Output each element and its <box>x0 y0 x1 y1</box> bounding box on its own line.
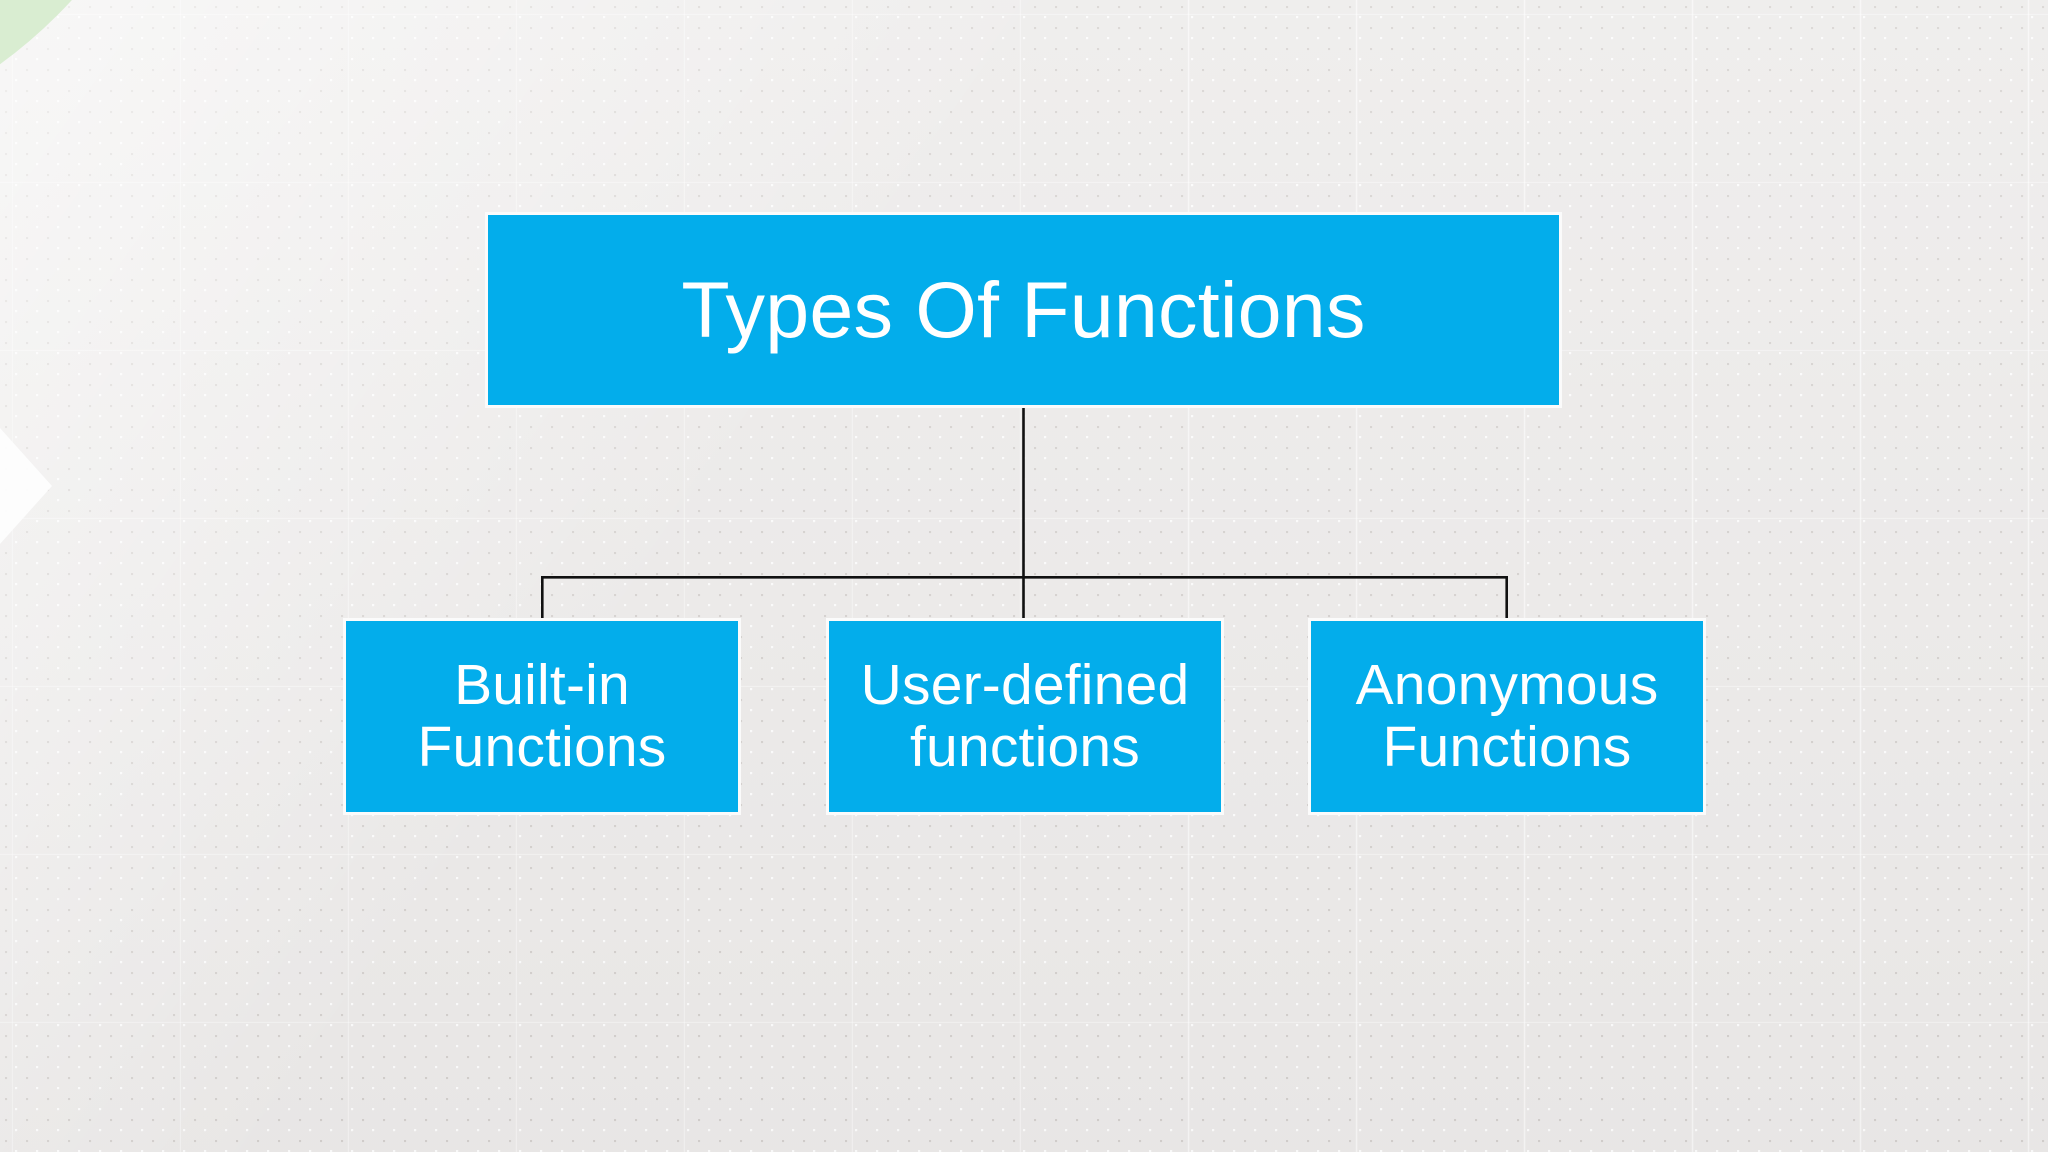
node-user-defined-functions-label: User-defined functions <box>855 652 1196 779</box>
play-arrow-icon[interactable] <box>0 428 52 544</box>
node-user-defined-functions[interactable]: User-defined functions <box>826 618 1224 815</box>
node-line-1: Anonymous <box>1355 652 1659 717</box>
node-line-1: User-defined <box>860 652 1190 717</box>
node-root-label: Types Of Functions <box>681 265 1366 355</box>
node-line-2: Functions <box>417 714 667 779</box>
node-line-2: Functions <box>1382 714 1632 779</box>
node-anonymous-functions[interactable]: Anonymous Functions <box>1308 618 1706 815</box>
node-root[interactable]: Types Of Functions <box>485 212 1562 408</box>
node-built-in-functions[interactable]: Built-in Functions <box>343 618 741 815</box>
node-line-1: Built-in <box>454 652 630 717</box>
node-anonymous-functions-label: Anonymous Functions <box>1350 652 1665 779</box>
node-built-in-functions-label: Built-in Functions <box>412 652 673 779</box>
node-line-2: functions <box>910 714 1140 779</box>
